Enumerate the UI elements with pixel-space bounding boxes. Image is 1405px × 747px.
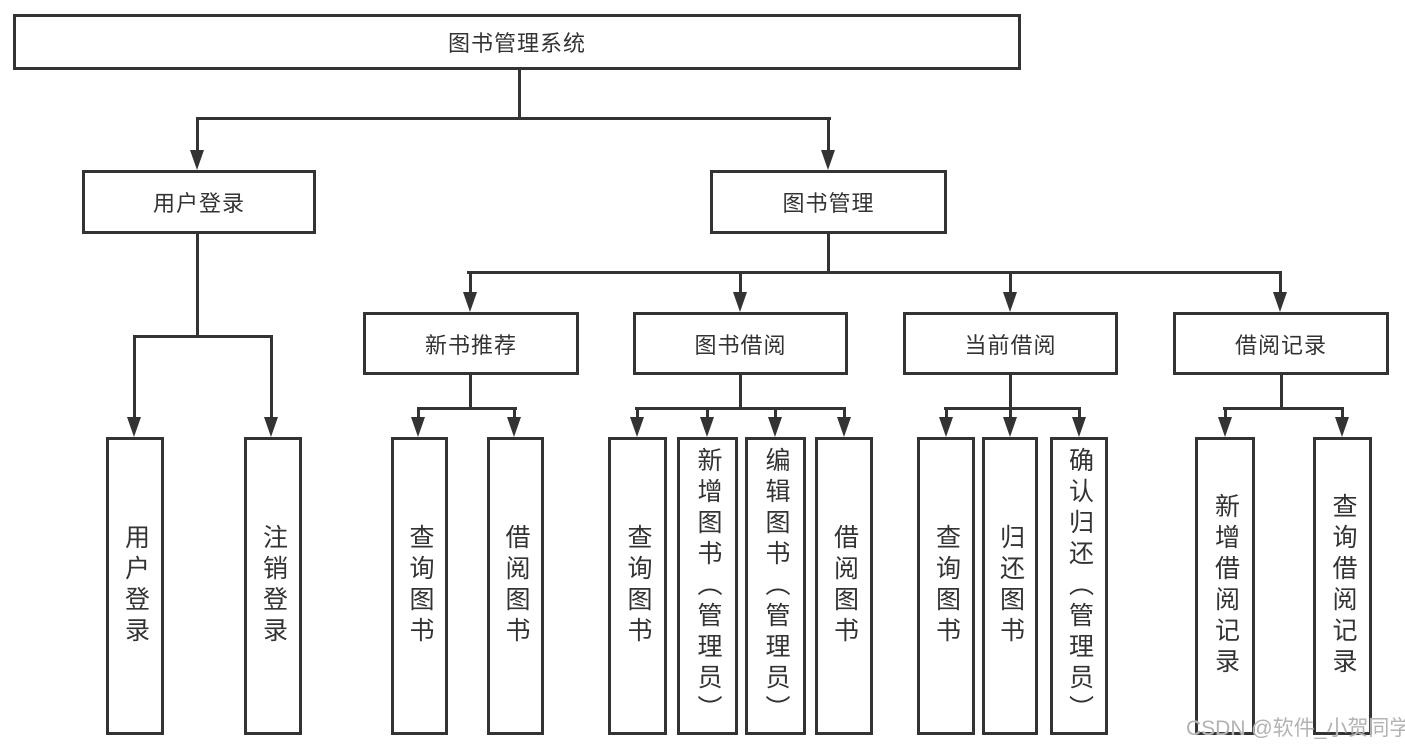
- arrowhead-down: [733, 292, 747, 312]
- arrowhead-down: [939, 417, 953, 437]
- node-label: 新书推荐: [424, 332, 517, 358]
- node-borrowing-records: 借阅记录: [1173, 312, 1389, 375]
- leaf-confirm-return-admin: 确认归还（管理员）: [1050, 437, 1108, 735]
- node-label: 确认归还（管理员）: [1065, 446, 1094, 726]
- node-label: 归还图书: [996, 524, 1025, 648]
- arrowhead-down: [1003, 417, 1017, 437]
- leaf-logout: 注销登录: [244, 437, 302, 735]
- node-label: 查询借阅记录: [1329, 493, 1357, 679]
- leaf-add-books-admin: 新增图书（管理员）: [677, 437, 738, 735]
- connector-line: [1341, 407, 1344, 419]
- node-label: 新增图书（管理员）: [694, 446, 722, 726]
- connector-line: [706, 407, 709, 419]
- node-label: 图书管理: [782, 191, 875, 216]
- arrowhead-down: [1072, 417, 1086, 437]
- leaf-query-books-borrowing: 查询图书: [608, 437, 667, 735]
- connector-line: [1078, 407, 1081, 419]
- connector-line: [636, 407, 639, 419]
- connector-line: [270, 335, 273, 417]
- arrowhead-down: [1273, 292, 1287, 312]
- arrowhead-down: [837, 417, 851, 437]
- connector-line: [739, 271, 742, 294]
- connector-line: [635, 407, 846, 410]
- node-label: 图书借阅: [694, 332, 787, 358]
- arrowhead-down: [127, 417, 141, 437]
- connector-line: [518, 68, 521, 119]
- arrowhead-down: [264, 417, 278, 437]
- arrowhead-down: [1335, 417, 1349, 437]
- arrowhead-down: [190, 150, 204, 170]
- node-label: 注销登录: [259, 524, 288, 648]
- connector-line: [1280, 375, 1283, 410]
- csdn-watermark: CSDN @软件_小贺同学: [1186, 717, 1405, 740]
- connector-line: [945, 407, 948, 419]
- connector-line: [467, 271, 1281, 274]
- arrowhead-down: [411, 417, 425, 437]
- connector-line: [827, 234, 830, 274]
- node-label: 借阅记录: [1234, 332, 1327, 358]
- connector-line: [944, 407, 1081, 410]
- node-book-management: 图书管理: [710, 170, 947, 234]
- node-library-management-system: 图书管理系统: [13, 14, 1021, 70]
- connector-line: [1009, 407, 1012, 419]
- leaf-return-books: 归还图书: [982, 437, 1038, 735]
- leaf-borrow-books-recommend: 借阅图书: [487, 437, 544, 735]
- node-label: 借阅图书: [830, 524, 859, 648]
- connector-line: [513, 407, 516, 419]
- node-label: 用户登录: [152, 191, 245, 216]
- arrowhead-down: [768, 417, 782, 437]
- node-label: 编辑图书（管理员）: [762, 446, 790, 726]
- leaf-add-borrow-record: 新增借阅记录: [1195, 437, 1255, 735]
- node-label: 用户登录: [121, 524, 150, 648]
- node-label: 查询图书: [406, 524, 434, 648]
- arrowhead-down: [1003, 292, 1017, 312]
- node-label: 图书管理系统: [447, 31, 586, 56]
- leaf-query-borrow-record: 查询借阅记录: [1313, 437, 1372, 735]
- connector-line: [1223, 407, 1344, 410]
- arrowhead-down: [463, 292, 477, 312]
- node-label: 查询图书: [932, 524, 961, 648]
- connector-line: [739, 375, 742, 410]
- connector-line: [196, 234, 199, 338]
- node-label: 借阅图书: [502, 524, 530, 648]
- connector-line: [417, 407, 420, 419]
- connector-line: [843, 407, 846, 419]
- node-label: 当前借阅: [964, 332, 1057, 358]
- connector-line: [133, 335, 273, 338]
- connector-line: [417, 407, 517, 410]
- connector-line: [1009, 375, 1012, 410]
- arrowhead-down: [1218, 417, 1232, 437]
- connector-line: [469, 271, 472, 294]
- node-user-login: 用户登录: [82, 170, 316, 234]
- arrowhead-down: [507, 417, 521, 437]
- leaf-borrow-books: 借阅图书: [815, 437, 873, 735]
- node-new-book-recommendation: 新书推荐: [363, 312, 579, 375]
- node-book-borrowing: 图书借阅: [633, 312, 848, 375]
- node-label: 查询图书: [624, 524, 652, 648]
- arrowhead-down: [700, 417, 714, 437]
- connector-line: [774, 407, 777, 419]
- leaf-edit-books-admin: 编辑图书（管理员）: [745, 437, 806, 735]
- connector-line: [196, 117, 831, 120]
- arrowhead-down: [821, 150, 835, 170]
- connector-line: [1009, 271, 1012, 294]
- leaf-user-login: 用户登录: [106, 437, 164, 735]
- leaf-query-books-current: 查询图书: [917, 437, 975, 735]
- node-label: 新增借阅记录: [1211, 493, 1240, 679]
- connector-line: [1279, 271, 1282, 294]
- arrowhead-down: [630, 417, 644, 437]
- connector-line: [1224, 407, 1227, 419]
- node-current-borrowing: 当前借阅: [903, 312, 1118, 375]
- connector-line: [133, 335, 136, 417]
- leaf-query-books-recommend: 查询图书: [391, 437, 448, 735]
- connector-line: [196, 117, 199, 152]
- connector-line: [827, 117, 830, 152]
- connector-line: [469, 375, 472, 410]
